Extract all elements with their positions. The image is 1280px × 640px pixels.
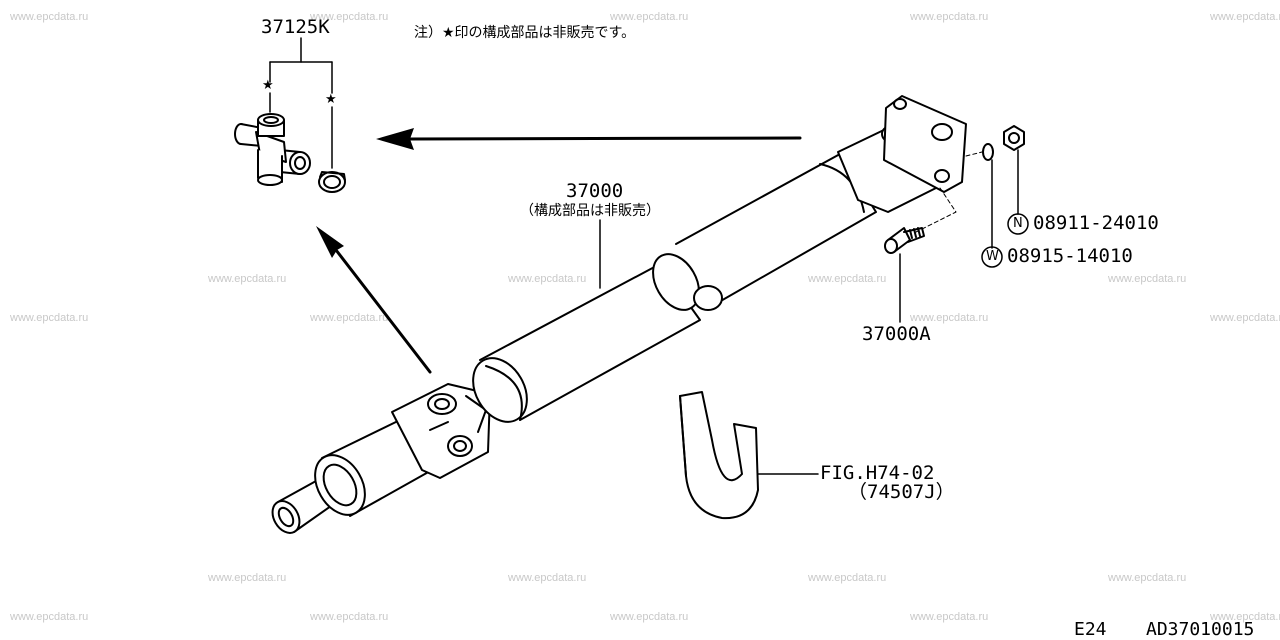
illustration-code: AD37010015 — [1146, 619, 1255, 640]
ujoint-kit-label: 37125K — [261, 16, 330, 38]
watermark: www.epcdata.ru — [508, 572, 587, 584]
watermark: www.epcdata.ru — [808, 273, 887, 285]
figure-part-number: （74507J） — [848, 481, 955, 503]
page-code: E24 — [1074, 619, 1107, 640]
watermark: www.epcdata.ru — [910, 312, 989, 324]
leader-lines — [599, 149, 1019, 475]
watermark: www.epcdata.ru — [310, 312, 389, 324]
shaft-label: 37000 — [566, 180, 624, 202]
bolt — [884, 227, 925, 254]
watermark: www.epcdata.ru — [808, 572, 887, 584]
bolt-position-guide — [915, 187, 957, 233]
watermark: www.epcdata.ru — [310, 11, 389, 23]
propeller-shaft — [271, 95, 967, 534]
seal-ring — [318, 171, 346, 193]
washer-part-number: 08915-14010 — [1007, 245, 1133, 267]
watermark: www.epcdata.ru — [1108, 273, 1187, 285]
washer-symbol: W — [986, 249, 999, 264]
watermark: www.epcdata.ru — [1210, 611, 1280, 623]
nut-symbol: N — [1013, 216, 1023, 231]
nut-symbol-circle — [1007, 213, 1029, 235]
watermark: www.epcdata.ru — [1108, 572, 1187, 584]
watermark: www.epcdata.ru — [610, 611, 689, 623]
watermark: www.epcdata.ru — [508, 273, 587, 285]
shaft-note: （構成部品は非販売） — [520, 203, 660, 219]
watermark: www.epcdata.ru — [1210, 312, 1280, 324]
watermark: www.epcdata.ru — [910, 611, 989, 623]
watermark: www.epcdata.ru — [208, 572, 287, 584]
non-sale-note: 注）★印の構成部品は非販売です。 — [414, 25, 636, 41]
figure-reference[interactable]: FIG.H74-02 — [820, 462, 935, 484]
watermark: www.epcdata.ru — [10, 611, 89, 623]
watermark: www.epcdata.ru — [610, 11, 689, 23]
lock-washer — [982, 143, 994, 161]
u-bracket — [679, 391, 759, 520]
arrow-from-shaft — [316, 226, 432, 374]
star-marker-right: ★ — [325, 92, 337, 107]
universal-joint-spider — [234, 113, 311, 186]
star-marker-left: ★ — [262, 78, 274, 93]
nut-part-number: 08911-24010 — [1033, 212, 1159, 234]
hex-nut — [1003, 125, 1025, 151]
ujoint-kit-bracket — [269, 37, 333, 169]
watermark: www.epcdata.ru — [10, 11, 89, 23]
watermark: www.epcdata.ru — [208, 273, 287, 285]
arrow-to-ujoint — [376, 128, 802, 150]
watermark: www.epcdata.ru — [310, 611, 389, 623]
washer-symbol-circle — [981, 246, 1003, 268]
watermark: www.epcdata.ru — [910, 11, 989, 23]
watermark: www.epcdata.ru — [1210, 11, 1280, 23]
watermark: www.epcdata.ru — [10, 312, 89, 324]
bolt-part-number: 37000A — [862, 323, 931, 345]
